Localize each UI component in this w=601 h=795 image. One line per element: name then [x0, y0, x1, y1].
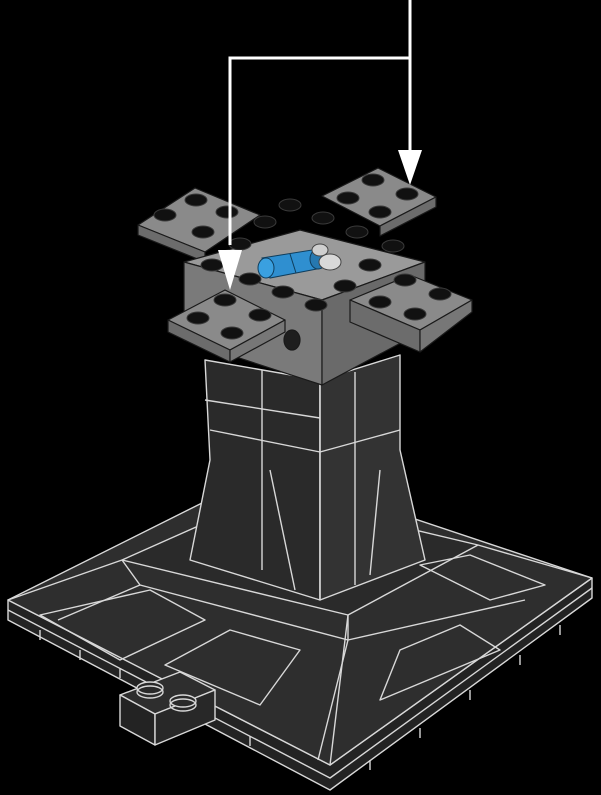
pedestal-tower: [190, 355, 425, 600]
